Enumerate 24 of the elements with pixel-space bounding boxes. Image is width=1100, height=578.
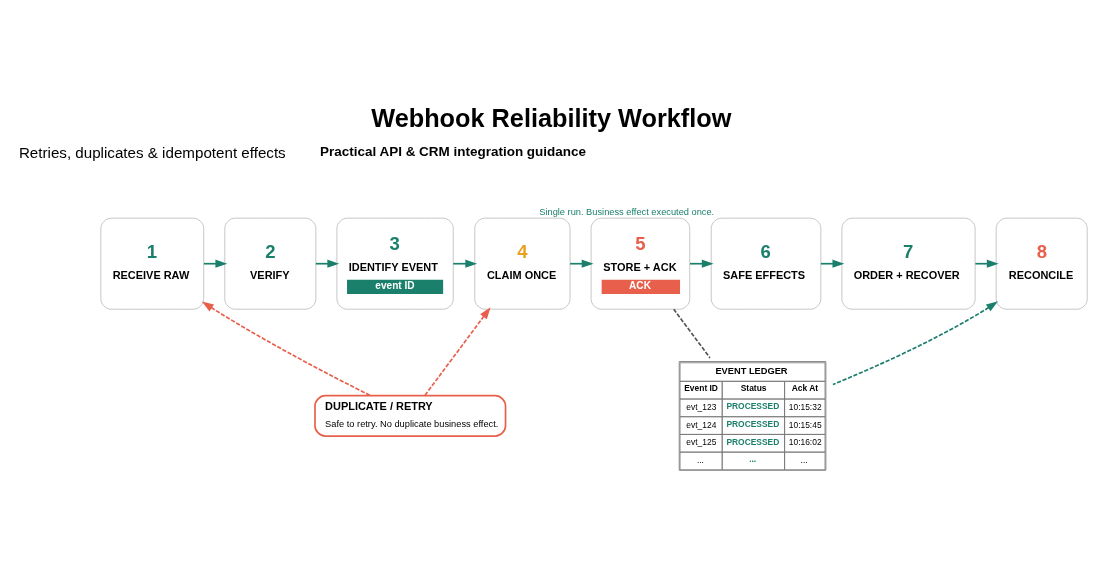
- connector: [672, 308, 711, 359]
- arrow: [424, 307, 491, 397]
- diagram-title: Webhook Reliability Workflow: [371, 104, 732, 133]
- node-box: 4 CLAIM ONCE: [474, 217, 571, 310]
- node-box: 5 STORE + ACK ACK: [590, 217, 691, 310]
- node-box: 6 SAFE EFFECTS: [710, 217, 822, 310]
- node-box: DUPLICATE / RETRY Safe to retry. No duplicate business effect.: [314, 394, 507, 437]
- node-box: 1 RECEIVE RAW: [100, 217, 205, 310]
- node-box: 7 ORDER + RECOVER: [841, 217, 976, 310]
- arrow: [974, 259, 999, 268]
- label: Retries, duplicates & idempotent effects: [18, 143, 286, 161]
- label: Practical API & CRM integration guidance: [320, 144, 586, 160]
- arrow: [452, 259, 478, 268]
- arrow: [203, 259, 228, 268]
- arrow: [820, 259, 845, 268]
- arrow: [832, 301, 999, 386]
- arrow: [315, 259, 340, 268]
- node-box: 3 IDENTIFY EVENT event ID: [336, 217, 454, 310]
- arrow: [689, 259, 714, 268]
- node-box: 2 VERIFY: [224, 217, 317, 310]
- node-label: Single run. Business effect executed once.: [539, 207, 715, 218]
- node-box: 8 RECONCILE: [995, 217, 1088, 310]
- arrow: [201, 301, 372, 397]
- arrow: [569, 259, 594, 268]
